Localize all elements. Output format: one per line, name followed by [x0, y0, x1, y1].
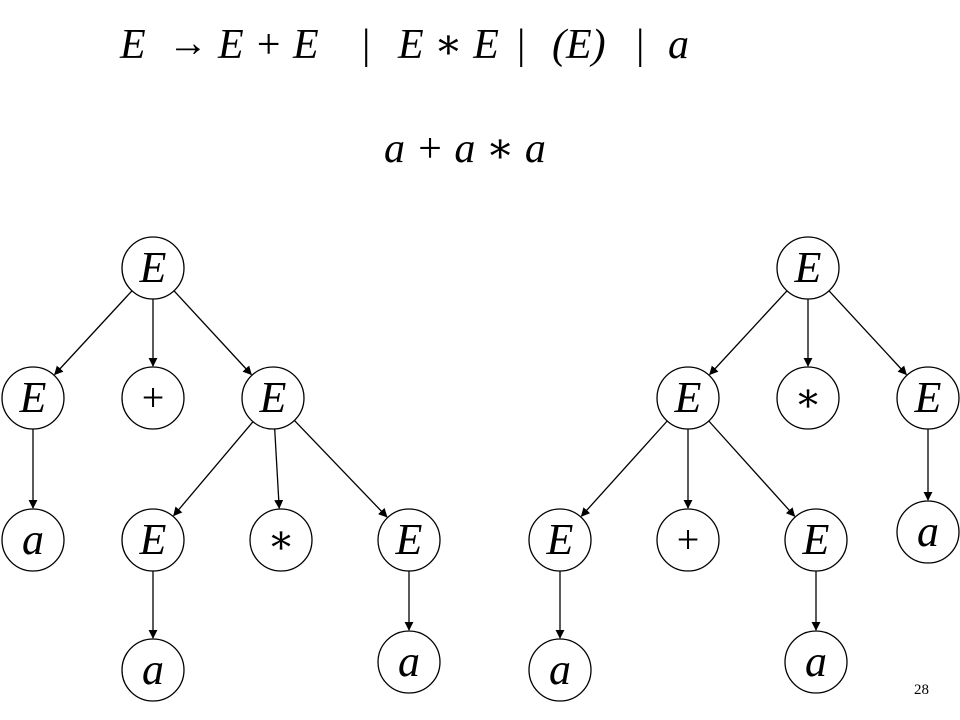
tree-node-circle	[528, 638, 592, 702]
grammar-separator-2: |	[517, 22, 525, 68]
tree-node-label: E	[139, 515, 167, 564]
tree-node: a	[784, 630, 848, 694]
tree-node: ∗	[776, 366, 840, 430]
tree-node-circle	[377, 508, 441, 572]
tree-node: +	[121, 366, 185, 430]
grammar-alt-times: E ∗ E	[397, 22, 499, 68]
tree-node-label: ∗	[267, 517, 294, 562]
tree-node: a	[121, 638, 185, 702]
tree-node-circle	[896, 500, 960, 564]
tree-node: E	[121, 508, 185, 572]
tree-node-label: a	[22, 515, 44, 564]
tree-node-label: E	[794, 243, 822, 292]
tree-node: a	[377, 630, 441, 694]
tree-node: E	[1, 366, 65, 430]
tree-edge	[173, 421, 254, 517]
tree-node-circle	[121, 638, 185, 702]
grammar-separator-1: |	[362, 22, 370, 68]
tree-node-label: a	[142, 645, 164, 694]
tree-node-circle	[656, 508, 720, 572]
tree-node: a	[896, 500, 960, 564]
tree-edge	[274, 428, 284, 509]
tree-node-circle	[896, 366, 960, 430]
tree-node: a	[528, 638, 592, 702]
grammar-alt-paren: (E)	[552, 22, 606, 68]
tree-node-circle	[656, 366, 720, 430]
tree-node-label: E	[139, 243, 167, 292]
tree-node: E	[528, 508, 592, 572]
tree-node-label: a	[398, 637, 420, 686]
tree-node-circle	[121, 508, 185, 572]
grammar-separator-3: |	[636, 22, 644, 68]
tree-node-circle	[377, 630, 441, 694]
tree-node-label: a	[549, 645, 571, 694]
tree-node: ∗	[249, 508, 313, 572]
tree-node-circle	[776, 366, 840, 430]
input-string: a + a ∗ a	[384, 126, 546, 172]
tree-node-label: E	[674, 373, 702, 422]
grammar-arrow: →	[168, 20, 208, 65]
page-number: 28	[914, 682, 929, 698]
tree-node-label: E	[395, 515, 423, 564]
tree-node-label: E	[259, 373, 287, 422]
tree-node: a	[1, 508, 65, 572]
tree-node-circle	[528, 508, 592, 572]
tree-edge	[173, 290, 252, 376]
tree-node-label: +	[677, 517, 700, 562]
tree-node-circle	[241, 366, 305, 430]
tree-node-label: E	[19, 373, 47, 422]
tree-node-label: a	[805, 637, 827, 686]
tree-node-circle	[121, 236, 185, 300]
tree-node-circle	[249, 508, 313, 572]
tree-node: E	[784, 508, 848, 572]
grammar-lhs: E	[119, 22, 146, 68]
tree-node-circle	[121, 366, 185, 430]
tree-node-label: a	[917, 507, 939, 556]
grammar-production: E → E + E | E ∗ E | (E) | a	[119, 20, 689, 68]
tree-node: E	[377, 508, 441, 572]
tree-edge	[293, 419, 388, 518]
tree-node-circle	[776, 236, 840, 300]
tree-node-circle	[784, 508, 848, 572]
tree-node-circle	[784, 630, 848, 694]
tree-node: E	[776, 236, 840, 300]
tree-node: E	[241, 366, 305, 430]
grammar-alt-a: a	[668, 22, 689, 68]
tree-node-circle	[1, 366, 65, 430]
tree-edge	[828, 290, 907, 376]
tree-node: E	[121, 236, 185, 300]
tree-node-circle	[1, 508, 65, 572]
tree-node: +	[656, 508, 720, 572]
parse-tree-left: E E + Ea E ∗ Ea a	[1, 236, 441, 702]
tree-node-label: +	[142, 375, 165, 420]
grammar-alt-plus: E + E	[217, 22, 319, 68]
tree-edge	[709, 290, 788, 376]
tree-edge	[580, 420, 668, 517]
tree-node: E	[656, 366, 720, 430]
tree-node-label: ∗	[794, 375, 821, 420]
tree-node-label: E	[914, 373, 942, 422]
tree-edge	[708, 420, 796, 517]
tree-node-label: E	[802, 515, 830, 564]
tree-node: E	[896, 366, 960, 430]
tree-node-label: E	[546, 515, 574, 564]
tree-edge	[54, 290, 133, 376]
